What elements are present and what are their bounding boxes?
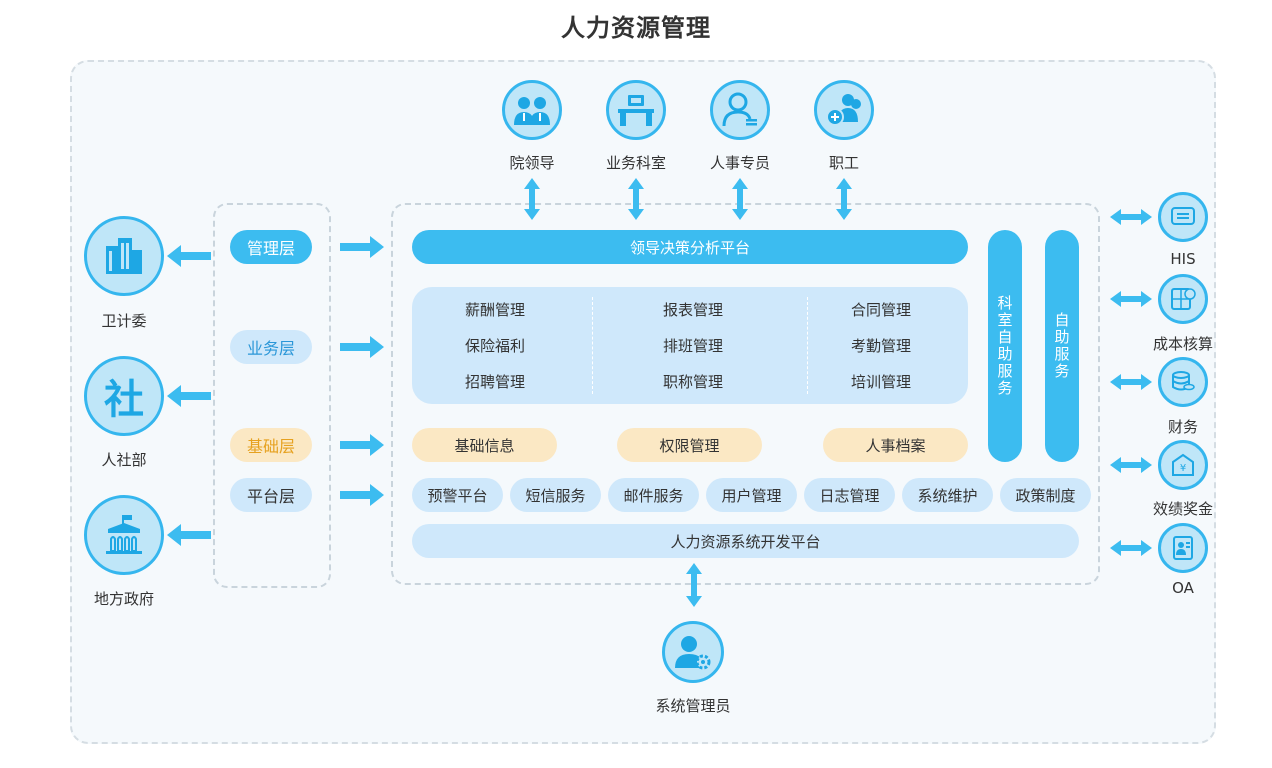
self-service-bar: 自 助 服 务 xyxy=(1045,230,1079,462)
his-screen-icon xyxy=(1158,192,1208,242)
entity-label: 地方政府 xyxy=(93,590,154,608)
module-item: 薪酬管理 xyxy=(464,301,525,319)
page-title: 人力资源管理 xyxy=(561,14,711,42)
layer-foundation: 基础层 xyxy=(230,428,312,462)
system-frame xyxy=(391,203,1100,585)
arrow-right-icon xyxy=(340,484,384,506)
vertical-char: 务 xyxy=(1054,362,1070,380)
system-label: 财务 xyxy=(1167,418,1198,436)
arrow-right-icon xyxy=(340,434,384,456)
business-column: 合同管理 考勤管理 培训管理 xyxy=(798,299,964,392)
module-item: 考勤管理 xyxy=(850,337,911,355)
vertical-char: 自 xyxy=(997,328,1013,346)
role-label: 职工 xyxy=(828,154,859,172)
platform-module: 短信服务 xyxy=(510,478,601,512)
module-item: 招聘管理 xyxy=(464,373,525,391)
vertical-char: 室 xyxy=(997,311,1013,329)
admin-label: 系统管理员 xyxy=(655,697,731,715)
vertical-char: 科 xyxy=(997,294,1013,312)
layer-management: 管理层 xyxy=(230,230,312,264)
layer-column xyxy=(213,203,331,588)
double-arrow-icon xyxy=(1110,209,1152,225)
double-arrow-icon xyxy=(1110,291,1152,307)
dev-platform-bar: 人力资源系统开发平台 xyxy=(412,524,1079,558)
coins-icon xyxy=(1158,357,1208,407)
platform-module: 系统维护 xyxy=(902,478,993,512)
vertical-char: 助 xyxy=(1054,328,1070,346)
platform-module: 用户管理 xyxy=(706,478,797,512)
staff-icon xyxy=(814,80,874,140)
business-column: 报表管理 排班管理 职称管理 xyxy=(610,299,776,392)
module-item: 排班管理 xyxy=(662,337,723,355)
column-divider xyxy=(592,297,593,394)
platform-module: 日志管理 xyxy=(804,478,895,512)
module-item: 培训管理 xyxy=(850,373,911,391)
platform-modules-row: 预警平台 短信服务 邮件服务 用户管理 日志管理 系统维护 政策制度 xyxy=(412,478,1091,512)
bonus-envelope-icon: ¥ xyxy=(1158,440,1208,490)
entity-label: 人社部 xyxy=(101,451,147,469)
business-column: 薪酬管理 保险福利 招聘管理 xyxy=(412,299,578,392)
hr-specialist-icon xyxy=(710,80,770,140)
entity-label: 卫计委 xyxy=(101,312,147,330)
arrow-left-icon xyxy=(167,385,211,407)
vertical-char: 服 xyxy=(997,362,1013,380)
base-module: 权限管理 xyxy=(617,428,762,462)
double-arrow-icon xyxy=(686,563,702,607)
vertical-char: 务 xyxy=(997,379,1013,397)
module-item: 职称管理 xyxy=(662,373,723,391)
vertical-char: 服 xyxy=(1054,345,1070,363)
she-glyph: 社 xyxy=(104,376,144,423)
admin-gear-icon xyxy=(662,621,724,683)
system-label: 效绩奖金 xyxy=(1152,500,1213,518)
platform-module: 预警平台 xyxy=(412,478,503,512)
department-desk-icon xyxy=(606,80,666,140)
arrow-left-icon xyxy=(167,245,211,267)
double-arrow-icon xyxy=(1110,457,1152,473)
role-label: 业务科室 xyxy=(605,154,666,172)
role-label: 院领导 xyxy=(509,154,555,172)
building-icon xyxy=(84,216,164,296)
vertical-char: 助 xyxy=(997,345,1013,363)
base-module: 人事档案 xyxy=(823,428,968,462)
double-arrow-icon xyxy=(1110,540,1152,556)
yen-glyph: ¥ xyxy=(1180,463,1186,474)
role-label: 人事专员 xyxy=(709,154,770,172)
arrow-right-icon xyxy=(340,236,384,258)
arrow-right-icon xyxy=(340,336,384,358)
leaders-icon xyxy=(502,80,562,140)
vertical-char: 自 xyxy=(1054,311,1070,329)
double-arrow-icon xyxy=(628,178,644,220)
module-item: 报表管理 xyxy=(662,301,723,319)
platform-module: 邮件服务 xyxy=(608,478,699,512)
module-item: 保险福利 xyxy=(464,337,525,355)
double-arrow-icon xyxy=(1110,374,1152,390)
system-label: 成本核算 xyxy=(1152,335,1213,353)
layer-business: 业务层 xyxy=(230,330,312,364)
dept-self-service-bar: 科 室 自 助 服 务 xyxy=(988,230,1022,462)
government-hall-icon xyxy=(84,495,164,575)
double-arrow-icon xyxy=(732,178,748,220)
she-character-icon: 社 xyxy=(84,356,164,436)
business-modules-panel: 薪酬管理 保险福利 招聘管理 报表管理 排班管理 职称管理 合同管理 考勤管理 … xyxy=(412,287,968,404)
base-module: 基础信息 xyxy=(412,428,557,462)
system-label: OA xyxy=(1172,579,1194,597)
module-item: 合同管理 xyxy=(850,301,911,319)
double-arrow-icon xyxy=(836,178,852,220)
oa-document-icon xyxy=(1158,523,1208,573)
column-divider xyxy=(807,297,808,394)
platform-module: 政策制度 xyxy=(1000,478,1091,512)
system-label: HIS xyxy=(1170,250,1196,268)
arrow-left-icon xyxy=(167,524,211,546)
double-arrow-icon xyxy=(524,178,540,220)
layer-platform: 平台层 xyxy=(230,478,312,512)
calculator-icon xyxy=(1158,274,1208,324)
decision-platform-bar: 领导决策分析平台 xyxy=(412,230,968,264)
